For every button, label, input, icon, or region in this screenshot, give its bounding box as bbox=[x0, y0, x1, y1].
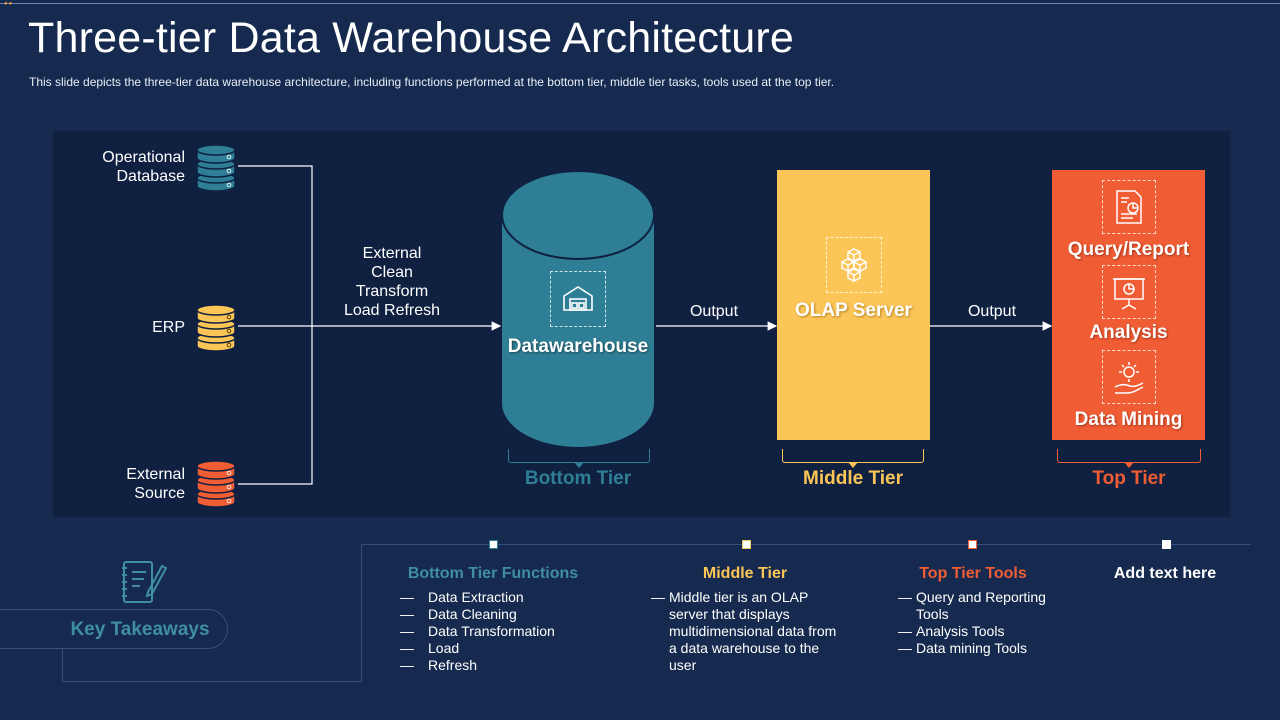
bottom-tier-functions-list: Data Extraction Data Cleaning Data Trans… bbox=[400, 589, 600, 674]
source-label-line: Operational bbox=[102, 149, 185, 166]
middle-tier-bracket bbox=[782, 449, 924, 468]
top-tier-tools-heading: Top Tier Tools bbox=[919, 565, 1027, 582]
database-icon-operational bbox=[196, 144, 236, 192]
etl-label-line: Clean bbox=[371, 264, 413, 281]
marker-bottom-tier bbox=[489, 540, 498, 549]
database-icon-external bbox=[196, 460, 236, 508]
olap-server-box bbox=[777, 170, 930, 440]
data-mining-icon bbox=[1102, 350, 1156, 404]
notepad-pencil-icon bbox=[122, 561, 168, 603]
etl-label-line: External bbox=[362, 245, 422, 262]
output-label-olap: Output bbox=[967, 303, 1017, 320]
source-label-line: Source bbox=[134, 485, 185, 502]
etl-label-line: Transform bbox=[355, 283, 429, 300]
key-takeaways-pill bbox=[0, 609, 228, 649]
list-item: Data Transformation bbox=[400, 623, 600, 640]
takeaways-divider-vertical bbox=[361, 544, 362, 682]
source-label-line: ERP bbox=[152, 319, 185, 336]
bottom-tier-bracket bbox=[508, 449, 650, 468]
takeaways-divider-horizontal bbox=[361, 544, 1251, 545]
source-label-operational-database: Operational Database bbox=[60, 148, 185, 186]
middle-tier-heading: Middle Tier bbox=[702, 565, 788, 582]
list-item: Data Cleaning bbox=[400, 606, 600, 623]
key-takeaways-label: Key Takeaways bbox=[70, 619, 210, 640]
output-label-warehouse: Output bbox=[689, 303, 739, 320]
list-item: Data Extraction bbox=[400, 589, 600, 606]
key-takeaways-frame bbox=[62, 649, 362, 682]
analysis-label: Analysis bbox=[1089, 322, 1168, 343]
etl-label: External Clean Transform Load Refresh bbox=[322, 244, 462, 320]
olap-server-label: OLAP Server bbox=[795, 300, 912, 321]
cubes-icon bbox=[826, 237, 882, 293]
database-icon-erp bbox=[196, 304, 236, 352]
marker-top-tier bbox=[968, 540, 977, 549]
source-label-line: External bbox=[126, 466, 185, 483]
list-item: Middle tier is an OLAP server that displ… bbox=[651, 589, 846, 674]
source-label-erp: ERP bbox=[60, 318, 185, 337]
marker-add-text bbox=[1162, 540, 1171, 549]
list-item: Data mining Tools bbox=[898, 640, 1068, 657]
slide-title: Three-tier Data Warehouse Architecture bbox=[28, 14, 794, 62]
marker-middle-tier bbox=[742, 540, 751, 549]
list-item: Refresh bbox=[400, 657, 600, 674]
warehouse-icon bbox=[550, 271, 606, 327]
list-item: Query and Reporting Tools bbox=[898, 589, 1068, 623]
add-text-heading[interactable]: Add text here bbox=[1113, 565, 1217, 582]
source-label-external-source: External Source bbox=[60, 465, 185, 503]
connector-operational bbox=[238, 165, 313, 485]
list-item: Analysis Tools bbox=[898, 623, 1068, 640]
top-tier-tools-list: Query and Reporting Tools Analysis Tools… bbox=[898, 589, 1068, 657]
report-icon bbox=[1102, 180, 1156, 234]
bottom-tier-label: Bottom Tier bbox=[524, 468, 632, 489]
top-dots-decoration: ●● bbox=[4, 1, 14, 7]
top-rule bbox=[0, 3, 1280, 4]
source-label-line: Database bbox=[116, 168, 186, 185]
top-tier-label: Top Tier bbox=[1092, 468, 1166, 489]
etl-label-line: Load Refresh bbox=[343, 302, 441, 319]
analysis-board-icon bbox=[1102, 265, 1156, 319]
bottom-tier-functions-heading: Bottom Tier Functions bbox=[407, 565, 579, 582]
warehouse-cylinder bbox=[501, 170, 655, 447]
data-mining-label: Data Mining bbox=[1074, 409, 1183, 430]
query-report-label: Query/Report bbox=[1067, 239, 1190, 260]
warehouse-label: Datawarehouse bbox=[507, 336, 649, 357]
top-tier-bracket bbox=[1057, 449, 1201, 468]
middle-tier-label: Middle Tier bbox=[803, 468, 903, 489]
list-item: Load bbox=[400, 640, 600, 657]
middle-tier-list: Middle tier is an OLAP server that displ… bbox=[651, 589, 846, 674]
slide-subtitle: This slide depicts the three-tier data w… bbox=[29, 75, 835, 89]
